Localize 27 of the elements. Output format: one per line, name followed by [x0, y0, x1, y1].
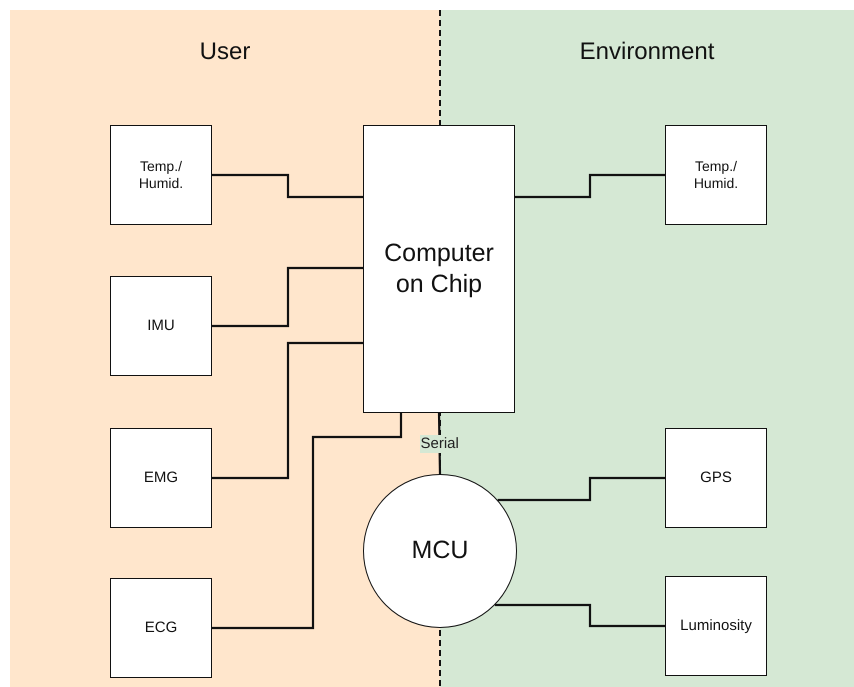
- node-label: EMG: [142, 468, 180, 488]
- connector-line: [212, 342, 363, 480]
- node-label: MCU: [410, 535, 470, 566]
- node-label: Luminosity: [679, 616, 753, 636]
- component-box: [110, 276, 212, 376]
- connector-line: [515, 174, 665, 198]
- component-box: [665, 428, 767, 528]
- component-box: [665, 576, 767, 676]
- connector-line: [212, 174, 363, 198]
- node-label: GPS: [699, 468, 733, 488]
- component-box: [363, 125, 515, 413]
- connector-line: [498, 476, 665, 502]
- edge-label: Serial: [420, 434, 460, 452]
- connector-line: [494, 604, 665, 628]
- node-label: Temp./ Humid.: [692, 158, 740, 192]
- node-label: IMU: [146, 316, 176, 336]
- node-label: Temp./ Humid.: [138, 158, 184, 192]
- component-box: [110, 578, 212, 678]
- region-heading: User: [198, 38, 252, 66]
- component-box: [110, 428, 212, 528]
- component-box: [665, 125, 767, 225]
- component-box: [110, 125, 212, 225]
- node-label: Computer on Chip: [384, 238, 494, 300]
- connector-line: [212, 413, 402, 630]
- region-heading: Environment: [578, 38, 716, 66]
- node-label: ECG: [144, 618, 178, 638]
- connector-line: [212, 266, 363, 328]
